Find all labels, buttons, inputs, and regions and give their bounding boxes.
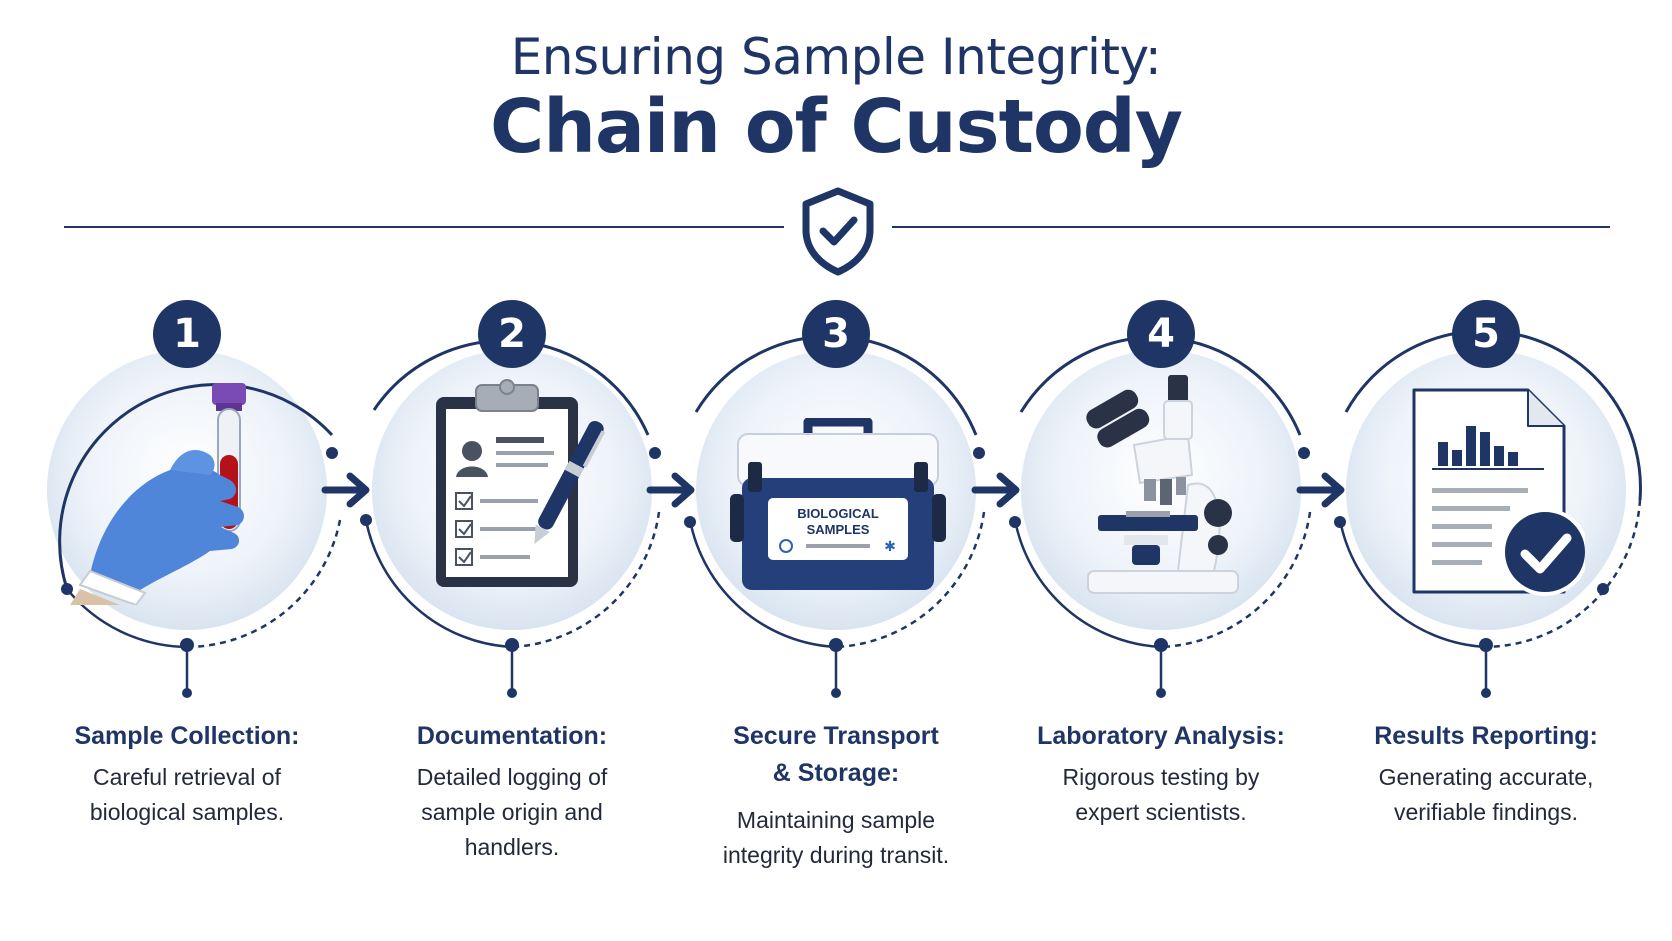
step-4-number-badge: 4 (1127, 300, 1195, 368)
step-3-title-line: & Storage: (772, 759, 900, 787)
step-3-number-badge: 3 (802, 300, 870, 368)
step-4-title: Laboratory Analysis: (1037, 722, 1285, 750)
step-1-desc-line: biological samples. (89, 799, 285, 825)
report-document-check-icon (1412, 388, 1585, 596)
step-3-desc-line: integrity during transit. (722, 842, 950, 868)
cooler-label-line2: SAMPLES (807, 522, 870, 537)
cooler-box-icon: BIOLOGICAL SAMPLES ✱ (730, 418, 946, 590)
step-4-desc-line: Rigorous testing by (1062, 764, 1260, 790)
step-4-description: Rigorous testing by expert scientists. (1011, 760, 1311, 830)
gloved-hand-test-tube-icon (70, 383, 246, 605)
flow-arrows (321, 472, 1345, 508)
page-subtitle: Ensuring Sample Integrity: (510, 28, 1162, 86)
arrow-3-4 (971, 472, 1020, 508)
step-5-desc-line: verifiable findings. (1393, 799, 1579, 825)
step-2-desc-line: handlers. (464, 834, 560, 860)
step-5-number-badge: 5 (1452, 300, 1520, 368)
step-5-title: Results Reporting: (1374, 722, 1598, 750)
step-5-desc-line: Generating accurate, (1378, 764, 1594, 790)
step-3-title: Secure Transport & Storage: (686, 718, 986, 792)
step-2-desc-line: Detailed logging of (416, 764, 608, 790)
arrow-1-2 (321, 472, 370, 508)
step-1-title: Sample Collection: (74, 722, 300, 750)
shield-check-icon (802, 187, 874, 276)
step-3-description: Maintaining sample integrity during tran… (686, 803, 986, 873)
arrow-2-3 (646, 472, 695, 508)
header-divider-left (64, 226, 784, 228)
microscope-icon (1086, 375, 1239, 594)
clipboard-pen-icon (436, 379, 606, 587)
header-divider-right (892, 226, 1610, 228)
page-title: Chain of Custody (490, 84, 1183, 170)
step-2-number-badge: 2 (478, 300, 546, 368)
step-1-desc-line: Careful retrieval of (93, 764, 281, 790)
step-1-number-badge: 1 (153, 300, 221, 368)
step-4-desc-line: expert scientists. (1075, 799, 1247, 825)
cooler-label-line1: BIOLOGICAL (797, 506, 879, 521)
svg-text:✱: ✱ (884, 539, 896, 555)
step-2-title: Documentation: (416, 722, 608, 750)
step-3-desc-line: Maintaining sample (736, 807, 936, 833)
step-5-description: Generating accurate, verifiable findings… (1336, 760, 1636, 830)
step-3-title-line: Secure Transport (733, 722, 939, 750)
step-2-description: Detailed logging of sample origin and ha… (362, 760, 662, 865)
arrow-4-5 (1296, 472, 1345, 508)
step-2-desc-line: sample origin and (421, 799, 603, 825)
step-1-description: Careful retrieval of biological samples. (37, 760, 337, 830)
